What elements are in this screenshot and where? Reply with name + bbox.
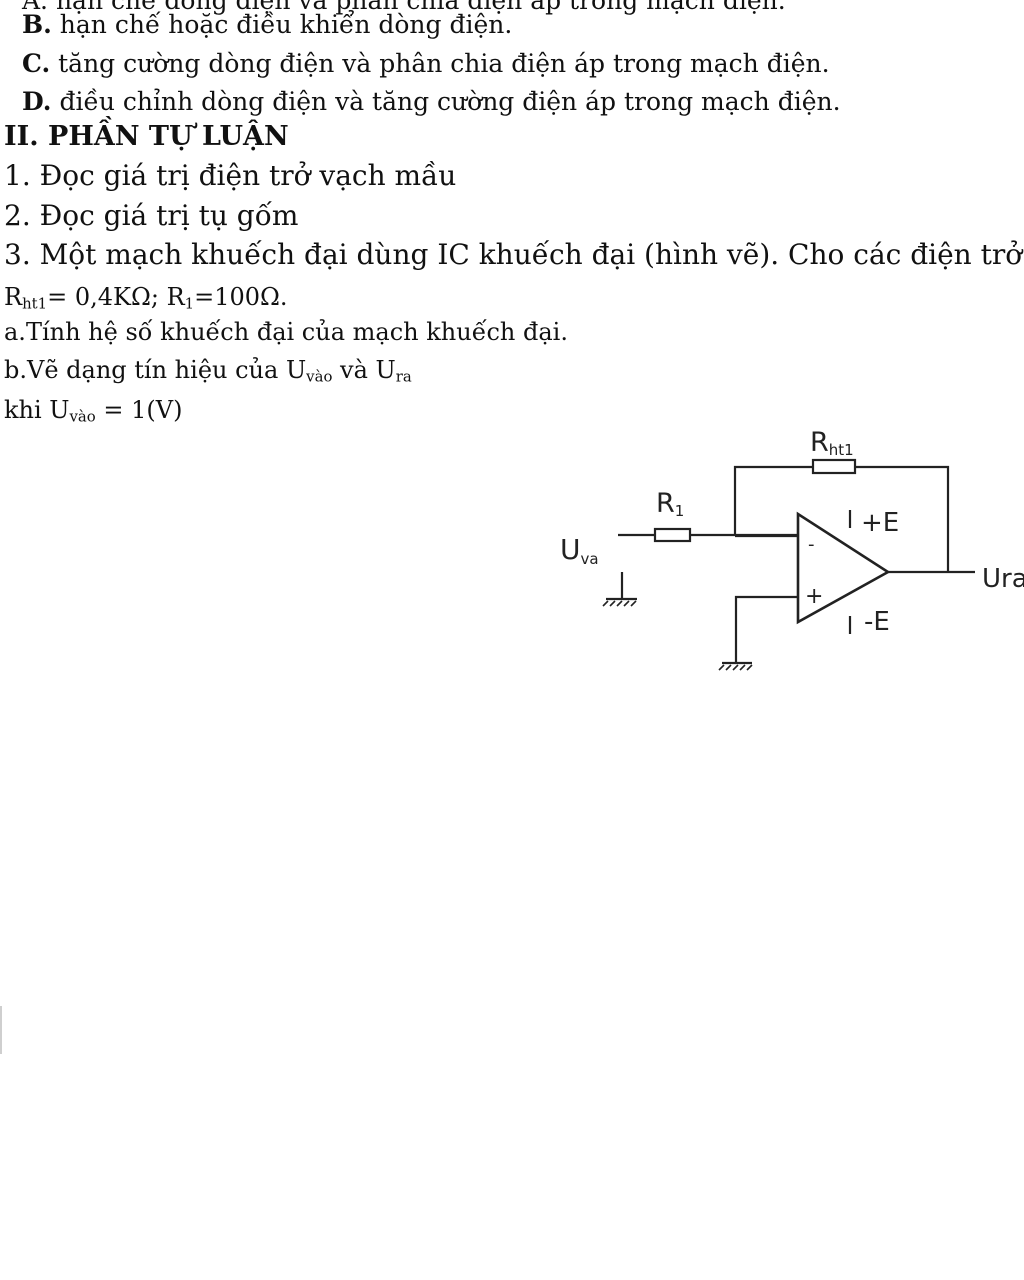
option-b-text: hạn chế hoặc điều khiển dòng điện. <box>51 10 513 39</box>
condition-line: khi Uvào = 1(V) <box>4 398 182 425</box>
rht1-resistor <box>811 458 857 475</box>
ura-label: Ura <box>982 564 1024 594</box>
noninverting-sign: + <box>805 584 823 609</box>
khi-value: = 1(V) <box>95 396 183 424</box>
option-d-letter: D. <box>22 87 52 116</box>
r1-value: =100Ω. <box>194 283 288 311</box>
qb-and: và U <box>332 356 396 384</box>
section-heading: II. PHẦN TỰ LUẬN <box>4 121 289 152</box>
r1-main: R <box>166 283 185 311</box>
opamp-circuit-diagram: Rht1 R1 +E -E - + Uva Ura <box>560 427 1024 671</box>
rht-main: R <box>4 283 23 311</box>
question-a: a.Tính hệ số khuếch đại của mạch khuếch … <box>4 318 568 346</box>
minus-e-label: -E <box>864 607 890 637</box>
question-b: b.Vẽ dạng tín hiệu của Uvào và Ura <box>4 358 412 385</box>
option-c-text: tăng cường dòng điện và phân chia điện á… <box>50 49 830 78</box>
text-cursor-mark <box>0 1006 2 1054</box>
option-b: B. hạn chế hoặc điều khiển dòng điện. <box>22 12 512 37</box>
opamp-triangle <box>796 511 891 625</box>
resistor-values: Rht1= 0,4KΩ; R1=100Ω. <box>4 285 288 312</box>
rht1-label: Rht1 <box>810 427 854 459</box>
rht-sub: ht1 <box>22 294 48 313</box>
r1-sub: 1 <box>184 294 195 313</box>
option-d-text: điều chỉnh dòng điện và tăng cường điện … <box>51 87 841 116</box>
qb-ra-sub: ra <box>395 367 412 386</box>
khi-sub: vào <box>69 407 96 426</box>
option-c-letter: C. <box>22 49 51 78</box>
main-ground-hatch <box>718 664 753 671</box>
qb-vao-sub: vào <box>306 367 333 386</box>
option-b-letter: B. <box>22 10 52 39</box>
question-1: 1. Đọc giá trị điện trở vạch mầu <box>4 159 457 192</box>
question-3: 3. Một mạch khuếch đại dùng IC khuếch đạ… <box>4 238 1024 271</box>
cut-off-top-line: A. hạn chế dòng điện và phân chia điện á… <box>22 0 786 15</box>
option-d: D. điều chỉnh dòng điện và tăng cường đi… <box>22 89 841 114</box>
plus-e-label: +E <box>861 508 899 538</box>
qb-prefix: b.Vẽ dạng tín hiệu của U <box>4 356 307 384</box>
khi-prefix: khi U <box>4 396 70 424</box>
input-ground-hatch <box>602 600 637 607</box>
r1-resistor <box>653 527 692 543</box>
r1-label: R1 <box>656 488 684 520</box>
option-c: C. tăng cường dòng điện và phân chia điệ… <box>22 51 830 76</box>
noninverting-ground-wire <box>734 595 798 663</box>
inverting-sign: - <box>808 534 815 555</box>
rht-value: = 0,4KΩ; <box>47 283 167 311</box>
question-2: 2. Đọc giá trị tụ gốm <box>4 199 299 232</box>
uva-label: Uva <box>560 533 599 568</box>
